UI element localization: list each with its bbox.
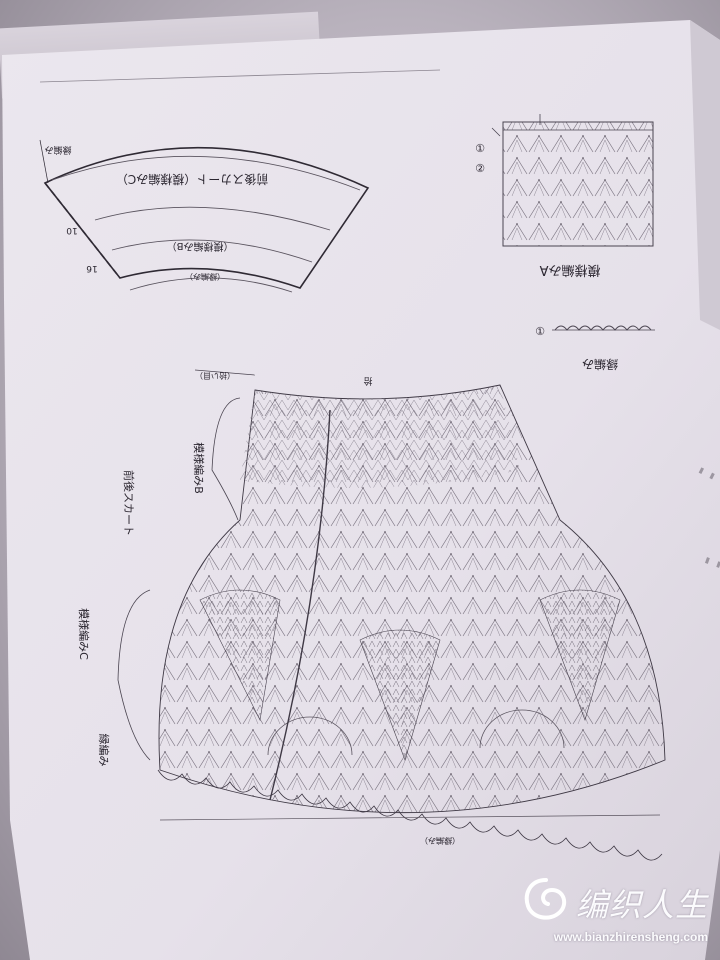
site-watermark: 编织人生 www.bianzhirensheng.com	[518, 872, 708, 952]
swirl-logo-icon	[524, 878, 567, 920]
watermark-url: www.bianzhirensheng.com	[553, 930, 708, 944]
watermark-brand: 编织人生	[576, 886, 709, 924]
